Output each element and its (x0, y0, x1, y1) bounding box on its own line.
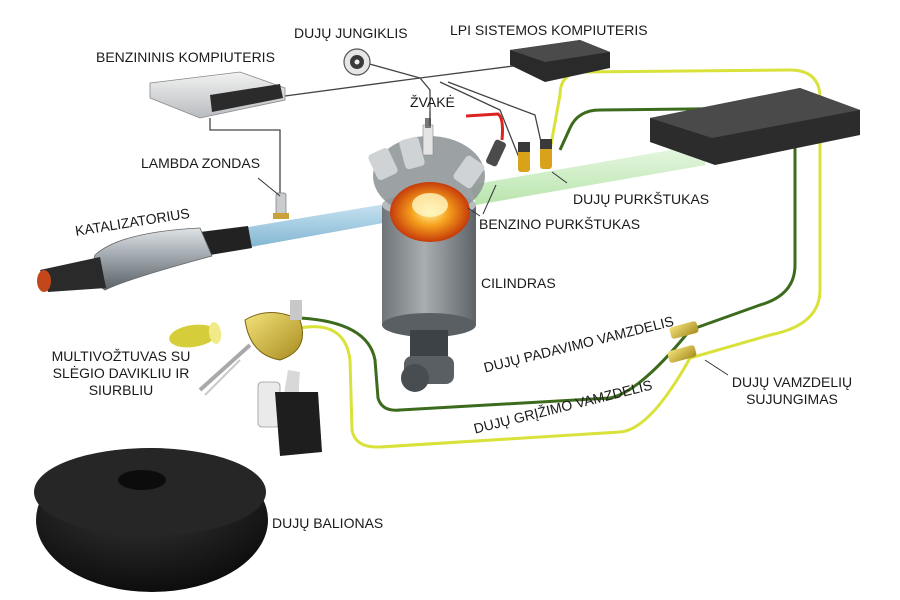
label-lambda: LAMBDA ZONDAS (141, 155, 261, 171)
gas-injector-icon (518, 139, 552, 172)
label-connector-line1: DUJŲ VAMZDELIŲ (731, 374, 853, 390)
label-gas-switch: DUJŲ JUNGIKLIS (294, 25, 408, 41)
label-multivalve-line1: MULTIVOŽTUVAS SU (51, 348, 191, 364)
label-connector: DUJŲ VAMZDELIŲ SUJUNGIMAS (722, 374, 862, 408)
gas-tank-icon (34, 448, 268, 592)
label-multivalve: MULTIVOŽTUVAS SU SLĖGIO DAVIKLIU IR SIUR… (46, 348, 196, 399)
label-multivalve-line3: SIURBLIU (88, 382, 154, 398)
spark-plug-icon (422, 118, 434, 156)
label-benzin-ecu: BENZININIS KOMPIUTERIS (96, 49, 275, 65)
petrol-injector-icon (465, 112, 506, 167)
label-cylinder: CILINDRAS (481, 275, 556, 291)
label-gas-injector: DUJŲ PURKŠTUKAS (573, 191, 710, 207)
label-lpi-ecu: LPI SISTEMOS KOMPIUTERIS (450, 22, 648, 38)
label-connector-line2: SUJUNGIMAS (746, 391, 838, 407)
leader-lines (257, 112, 729, 376)
engine-cylinder-icon (368, 136, 485, 392)
label-tank: DUJŲ BALIONAS (272, 515, 384, 531)
label-petrol-injector: BENZINO PURKŠTUKAS (479, 216, 641, 232)
gas-switch-icon (343, 48, 371, 76)
pipe-connector-icon (667, 321, 699, 363)
multivalve-pump-icon (169, 300, 322, 456)
lambda-sensor-icon (273, 192, 289, 219)
catalytic-converter-icon (92, 227, 213, 291)
lpi-ecu-icon (510, 40, 610, 82)
air-filter-icon (650, 88, 860, 165)
intake-pipe (470, 145, 706, 205)
label-spark: ŽVAKĖ (410, 94, 455, 110)
petrol-ecu-icon (149, 71, 286, 119)
label-multivalve-line2: SLĖGIO DAVIKLIU IR (52, 365, 190, 381)
